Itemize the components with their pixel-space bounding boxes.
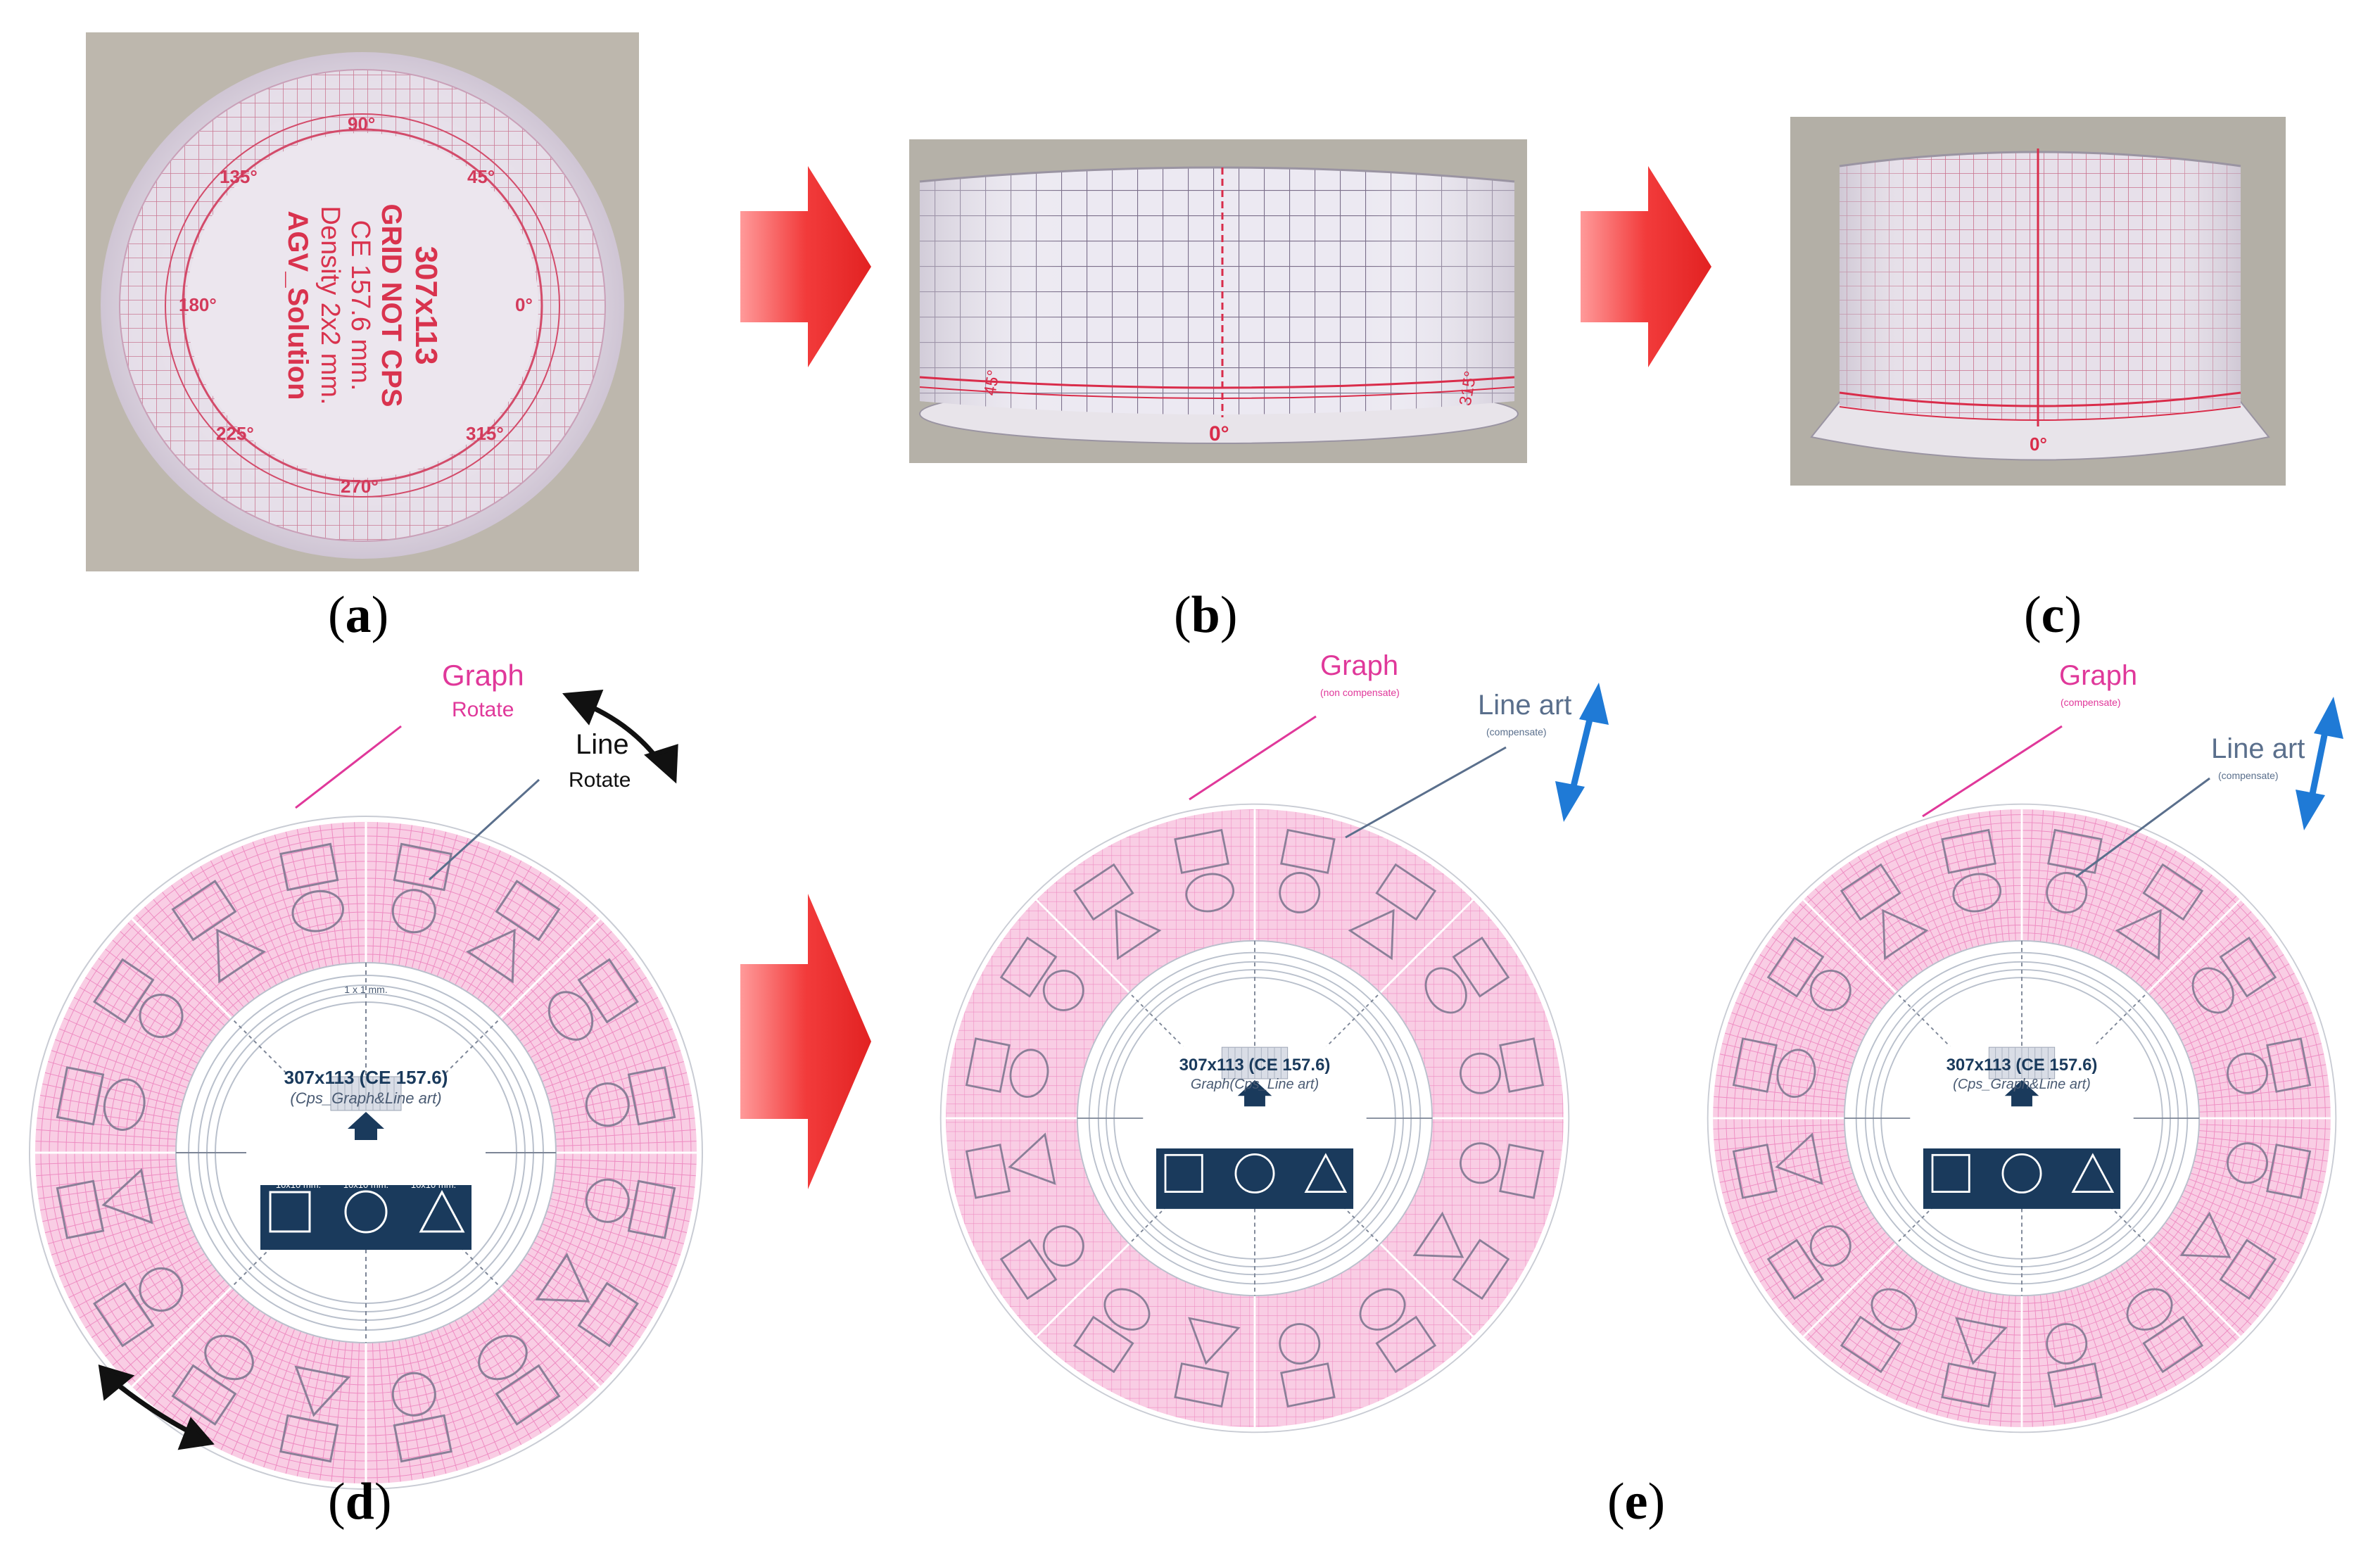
disc-d-graph-label: Graph [442, 659, 524, 692]
lid-angle-225: 225° [216, 423, 254, 444]
disc-e-left-blue-arrow [1555, 683, 1609, 822]
lid-angle-135: 135° [220, 166, 258, 187]
lid-angle-0: 0° [515, 294, 533, 315]
caption-a: (a) [328, 586, 389, 644]
disc-d-graph-sub: Rotate [452, 698, 514, 721]
red-arrow-a-to-b [740, 166, 871, 367]
disc-d-line-leader [428, 778, 540, 881]
red-arrow-d-to-e [740, 894, 871, 1189]
disc-e-left-center-title: 307x113 (CE 157.6) [1179, 1056, 1331, 1075]
caption-d: (d) [328, 1473, 392, 1531]
disc-e-right-graph-leader [1922, 725, 2063, 818]
caption-b: (b) [1174, 586, 1238, 644]
disc-e-left-graph-leader [1189, 715, 1317, 801]
disc-e-left-graph-sub: (non compensate) [1320, 687, 1400, 698]
disc-d-line-label: Line [576, 729, 629, 760]
disc-e-right-line-label: Line art [2211, 733, 2305, 764]
photo-can-side-initial: 0° 45° 315° [909, 139, 1527, 463]
can-c-angle-0: 0° [2030, 433, 2047, 455]
can-b-angle-0: 0° [1209, 422, 1229, 445]
disc-e-right-line-sub: (compensate) [2218, 770, 2279, 781]
disc-e-left-line-sub: (compensate) [1486, 726, 1547, 737]
lid-angle-45: 45° [467, 166, 495, 187]
disc-e-left-graph-label: Graph [1320, 650, 1399, 681]
disc-d-rotate-arrow-top [562, 690, 678, 784]
disc-d-line-sub: Rotate [569, 768, 631, 792]
disc-e-left-center-subtitle: Graph(Cps_Line art) [1190, 1077, 1319, 1092]
disc-e-right-graph-compensated [1707, 803, 2337, 1433]
disc-d-grid-note: 1 x 1 mm. [344, 984, 388, 995]
disc-d-shape-note-3: 10x10 mm. [410, 1179, 457, 1190]
lid-angle-180: 180° [179, 294, 217, 315]
red-arrow-b-to-c [1581, 166, 1711, 367]
disc-e-right-blue-arrow [2296, 697, 2343, 830]
disc-d-center-title: 307x113 (CE 157.6) [284, 1067, 448, 1088]
disc-e-left-graph-noncompensated [939, 803, 1570, 1433]
lid-angle-270: 270° [341, 476, 379, 497]
disc-d-graph-rotate [29, 816, 703, 1490]
photo-can-side-deformed: 0° [1790, 117, 2286, 486]
disc-e-right-graph-label: Graph [2059, 660, 2138, 691]
lid-angle-90: 90° [348, 113, 376, 134]
disc-d-shape-note-2: 10x10 mm. [343, 1179, 389, 1190]
disc-e-right-graph-sub: (compensate) [2061, 697, 2121, 708]
disc-e-left-line-leader [1345, 746, 1507, 839]
photo-lid-top-view: 90° 45° 135° 180° 225° 270° 315° 0° 307x… [86, 32, 639, 571]
disc-d-center-subtitle: (Cps_Graph&Line art) [290, 1089, 442, 1107]
lid-angle-315: 315° [466, 423, 504, 444]
disc-e-right-center-title: 307x113 (CE 157.6) [1946, 1056, 2098, 1075]
disc-d-rotate-arrow-bottom [98, 1365, 215, 1450]
disc-e-right-line-leader [2075, 777, 2210, 878]
disc-d-graph-leader [295, 725, 402, 809]
caption-e: (e) [1607, 1473, 1666, 1531]
disc-e-right-center-subtitle: (Cps_Graph&Line art) [1953, 1077, 2091, 1092]
caption-c: (c) [2024, 586, 2082, 644]
disc-e-left-line-label: Line art [1478, 690, 1572, 721]
disc-d-shape-note-1: 10x10 mm. [275, 1179, 322, 1190]
